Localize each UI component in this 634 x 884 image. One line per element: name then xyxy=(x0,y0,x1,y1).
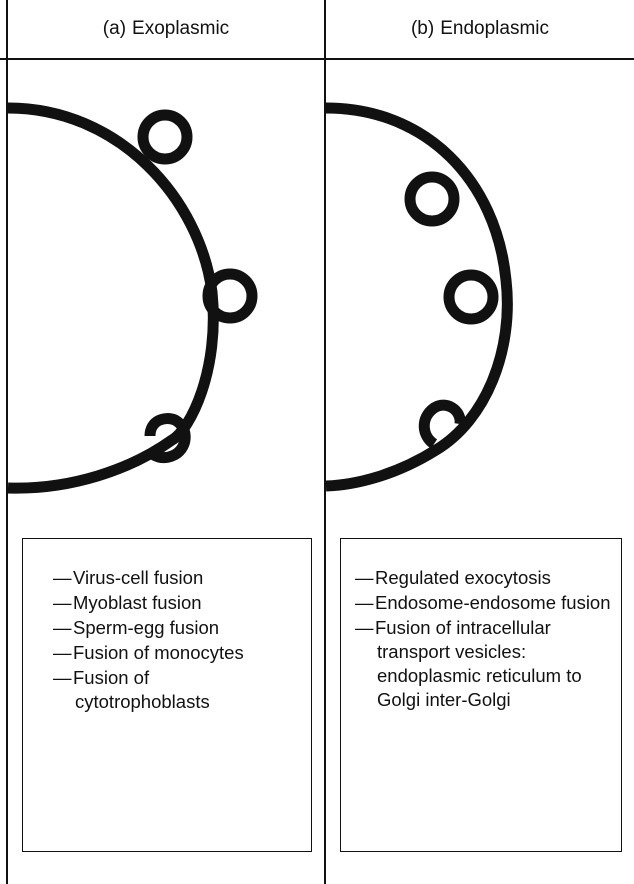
vesicle-top-a xyxy=(143,115,187,159)
panel-b-header: (b) Endoplasmic xyxy=(326,0,634,58)
list-item: —Fusion of cytotrophoblasts xyxy=(53,666,245,714)
panel-b-tag: (b) xyxy=(411,18,434,40)
dash-icon: — xyxy=(53,566,73,590)
dash-icon: — xyxy=(53,591,73,615)
panel-a-tag: (a) xyxy=(103,18,126,40)
vesicle-mid-b xyxy=(449,275,493,319)
list-item: —Myoblast fusion xyxy=(53,591,311,615)
panel-b-diagram xyxy=(326,62,634,502)
dash-icon: — xyxy=(53,641,73,665)
vesicle-top-b xyxy=(410,177,454,221)
panel-a-diagram xyxy=(0,62,322,502)
panel-a-list: —Virus-cell fusion —Myoblast fusion —Spe… xyxy=(53,566,311,714)
dash-icon: — xyxy=(53,616,73,640)
dash-icon: — xyxy=(53,666,73,690)
list-item: —Regulated exocytosis xyxy=(355,566,621,590)
dash-icon: — xyxy=(355,591,375,615)
list-item: —Fusion of intracellular transport vesic… xyxy=(355,616,627,712)
panel-b-title: Endoplasmic xyxy=(440,18,549,40)
panel-a-title: Exoplasmic xyxy=(132,18,229,40)
list-item: —Virus-cell fusion xyxy=(53,566,311,590)
panel-a-list-box: —Virus-cell fusion —Myoblast fusion —Spe… xyxy=(22,538,312,852)
list-item: —Endosome-endosome fusion xyxy=(355,591,627,615)
panel-b-list: —Regulated exocytosis —Endosome-endosome… xyxy=(355,566,621,712)
panel-a-header: (a) Exoplasmic xyxy=(8,0,324,58)
panel-b-list-box: —Regulated exocytosis —Endosome-endosome… xyxy=(340,538,622,852)
dash-icon: — xyxy=(355,616,375,640)
list-item: —Fusion of monocytes xyxy=(53,641,311,665)
list-item: —Sperm-egg fusion xyxy=(53,616,311,640)
dash-icon: — xyxy=(355,566,375,590)
cell-membrane-b xyxy=(326,108,507,486)
header-rule xyxy=(0,58,634,60)
